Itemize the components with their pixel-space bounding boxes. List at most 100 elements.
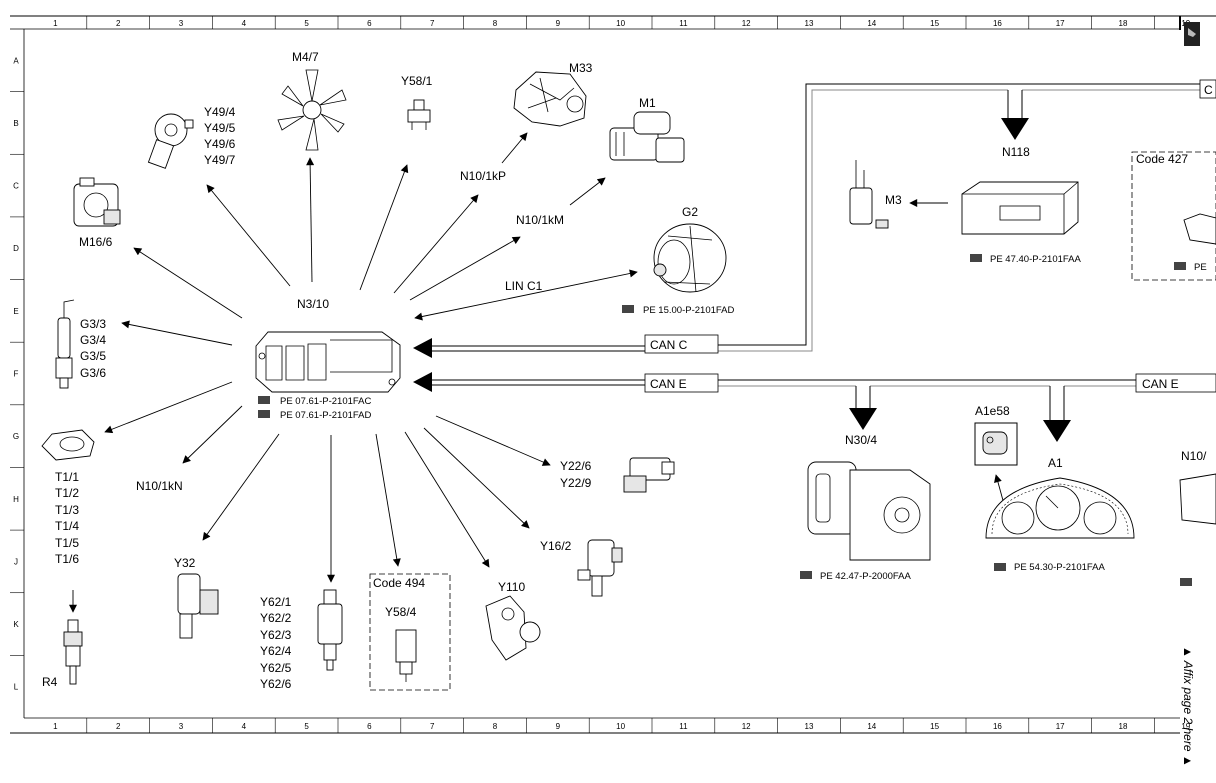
code-427-box [1131, 151, 1216, 281]
y22-label-2: Y22/9 [560, 476, 592, 490]
can-e-right-tag [1135, 373, 1216, 393]
code-494-label: Code 494 [373, 576, 425, 590]
grid-column-label: 17 [1056, 19, 1065, 28]
y62-label-6: Y62/6 [260, 677, 292, 691]
top-right-tag [1199, 79, 1216, 99]
y58-1-label: Y58/1 [401, 74, 433, 88]
grid-row-label: F [14, 370, 19, 379]
book-icon [1174, 262, 1186, 270]
can-e-right-label: CAN E [1142, 377, 1179, 391]
grid-column-label: 8 [493, 19, 498, 28]
g2-reference: PE 15.00-P-2101FAD [643, 305, 734, 316]
y62-label-4: Y62/4 [260, 644, 292, 658]
grid-column-label: 15 [930, 19, 939, 28]
m3-label: M3 [885, 193, 902, 207]
grid-column-label: 4 [242, 722, 247, 731]
t1-label-3: T1/3 [55, 503, 79, 517]
g3-oxygen-sensor-image [55, 299, 75, 389]
r4-spark-plug-image [63, 619, 83, 685]
grid-row-label: B [13, 119, 18, 128]
grid-column-label: 2 [116, 19, 121, 28]
y62-label-3: Y62/3 [260, 628, 292, 642]
grid-column-label: 16 [993, 19, 1002, 28]
grid-column-label: 2 [116, 722, 121, 731]
m3-fuel-pump-image [849, 160, 889, 229]
y110-label: Y110 [498, 580, 525, 594]
n118-label: N118 [1002, 145, 1030, 159]
grid-column-label: 11 [679, 722, 688, 731]
y32-label: Y32 [174, 556, 196, 570]
affix-page-note: ▲ Affix page 2 here ▲ [1181, 646, 1195, 767]
grid-column-label: 9 [556, 722, 561, 731]
grid-row-label: E [13, 307, 18, 316]
grid-column-label: 1 [53, 722, 58, 731]
g3-label-3: G3/5 [80, 349, 106, 363]
grid-column-label: 14 [867, 19, 876, 28]
m4-7-fan-image [277, 69, 347, 151]
n3-10-ecu-image [255, 331, 401, 393]
t1-label-2: T1/2 [55, 486, 79, 500]
g3-label-4: G3/6 [80, 366, 106, 380]
y49-label-3: Y49/6 [204, 137, 236, 151]
grid-column-label: 12 [742, 19, 751, 28]
can-e-label: CAN E [650, 377, 687, 391]
m16-6-label: M16/6 [79, 235, 113, 249]
grid-column-label: 11 [679, 19, 688, 28]
grid-column-label: 9 [556, 19, 561, 28]
y22-label-1: Y22/6 [560, 459, 592, 473]
can-e-tag [644, 373, 719, 393]
grid-column-label: 14 [867, 722, 876, 731]
grid-column-label: 6 [367, 722, 372, 731]
grid-row-label: L [14, 683, 19, 692]
grid-column-label: 8 [493, 722, 498, 731]
n30-4-label: N30/4 [845, 433, 877, 447]
grid-column-label: 1 [53, 19, 58, 28]
grid-column-label: 7 [430, 722, 435, 731]
grid-column-label: 13 [805, 722, 814, 731]
g2-label: G2 [682, 205, 698, 219]
y32-valve-image [177, 573, 219, 639]
code-427-reference: PE [1194, 262, 1207, 273]
grid-column-label: 13 [805, 19, 814, 28]
m1-label: M1 [639, 96, 656, 110]
grid-row-label: A [13, 56, 19, 65]
grid-column-label: 6 [367, 19, 372, 28]
y49-camshaft-adjuster-image [147, 113, 194, 169]
y62-injector-image [317, 589, 343, 671]
y62-label-5: Y62/5 [260, 661, 292, 675]
book-icon [1180, 578, 1192, 586]
grid-column-label: 5 [304, 722, 309, 731]
grid-column-label: 16 [993, 722, 1002, 731]
grid-column-label: 19 [1181, 722, 1190, 731]
y58-4-valve-image [395, 629, 417, 682]
can-c-label: CAN C [650, 338, 688, 352]
g2-alternator-image [653, 223, 727, 293]
book-icon [622, 305, 634, 313]
can-e-bus [413, 372, 1216, 442]
book-icon [800, 571, 812, 579]
can-c-bus [413, 83, 1205, 358]
n30-4-abs-unit-image [807, 461, 931, 561]
grid-row-label: H [13, 495, 19, 504]
grid-column-label: 15 [930, 722, 939, 731]
code-494-box [369, 573, 451, 691]
book-icon [970, 254, 982, 262]
n10-1kn-label: N10/1kN [136, 479, 183, 493]
grid-row-label: G [13, 432, 19, 441]
n3-10-reference-2: PE 07.61-P-2101FAD [280, 410, 371, 421]
code-427-component-image [1183, 213, 1216, 245]
grid-column-label: 7 [430, 19, 435, 28]
y16-2-label: Y16/2 [540, 539, 572, 553]
y62-label-1: Y62/1 [260, 595, 292, 609]
n118-reference: PE 47.40-P-2101FAA [990, 254, 1081, 265]
grid-row-label: D [13, 244, 19, 253]
n10-right-label: N10/ [1181, 449, 1207, 463]
y22-valve-image [623, 457, 675, 493]
t1-label-5: T1/5 [55, 536, 79, 550]
n118-control-unit-image [961, 181, 1079, 235]
n3-10-reference-1: PE 07.61-P-2101FAC [280, 396, 371, 407]
grid-column-label: 18 [1119, 722, 1128, 731]
